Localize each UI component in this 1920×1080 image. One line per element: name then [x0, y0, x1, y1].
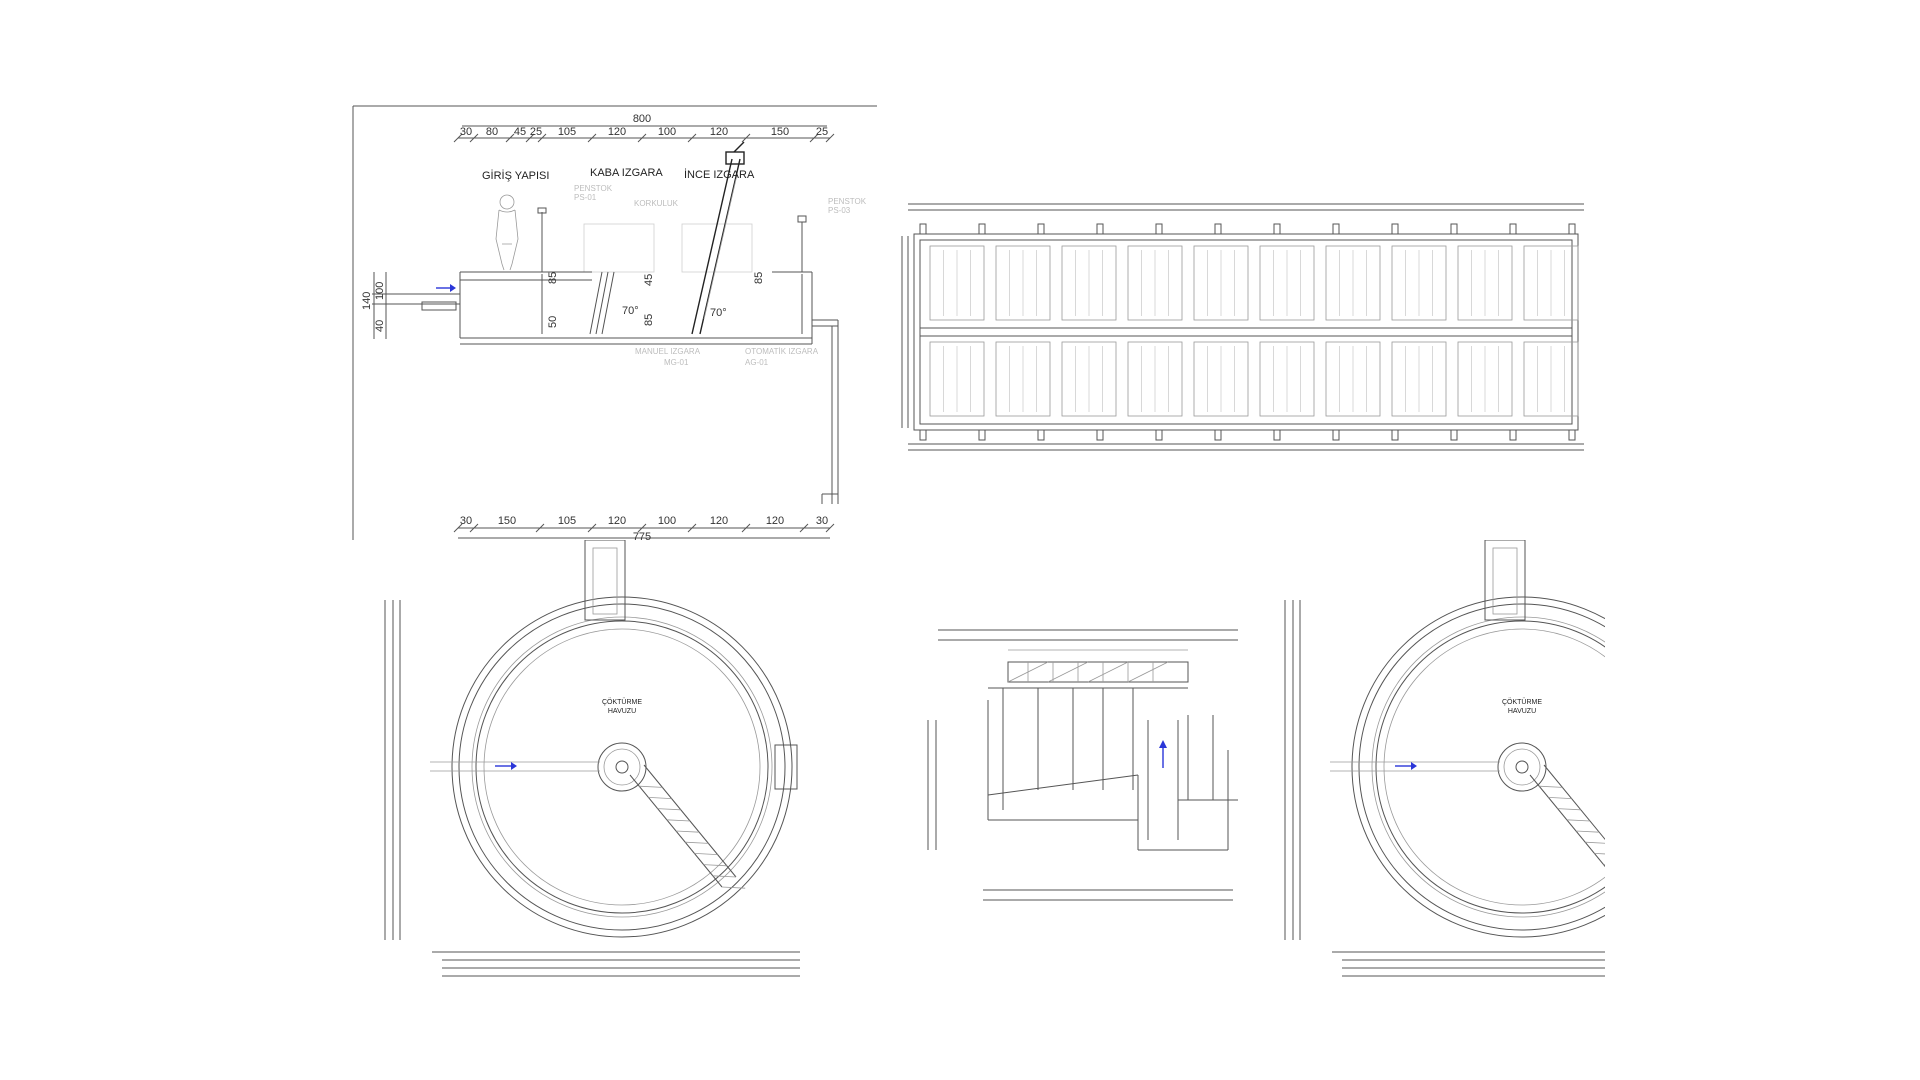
left-dim: 100	[374, 282, 386, 300]
left-dim: 40	[374, 320, 386, 332]
bottom-total-dim: 775	[633, 531, 651, 543]
human-figure-icon	[495, 194, 519, 271]
top-dim: 100	[658, 126, 676, 138]
faint-label: KORKULUK	[634, 199, 679, 208]
inner-dim: 85	[753, 272, 765, 284]
inner-dim: 85	[643, 314, 655, 326]
flow-arrow-icon	[495, 762, 517, 770]
bottom-dim: 150	[498, 515, 516, 527]
automatic-screen	[691, 141, 745, 335]
clarifier-basin	[430, 540, 798, 938]
top-dim: 25	[530, 126, 542, 138]
clarifier-subtitle: HAVUZU	[1508, 708, 1536, 715]
faint-label: OTOMATİK IZGARA	[745, 347, 819, 356]
clarifier-left-drawing: ÇÖKTÜRME HAVUZU	[380, 540, 800, 985]
clarifier-section-drawing	[888, 620, 1243, 905]
faint-label: AG-01	[745, 358, 769, 367]
bottom-dim: 100	[658, 515, 676, 527]
scraper-bridge	[1529, 764, 1605, 868]
top-dim: 30	[460, 126, 472, 138]
faint-label: PENSTOK	[574, 184, 613, 193]
top-dim: 120	[710, 126, 728, 138]
left-dim: 140	[361, 292, 373, 310]
clarifier-title: ÇÖKTÜRME	[602, 698, 642, 706]
inner-dim: 50	[547, 316, 559, 328]
bottom-dim: 30	[460, 515, 472, 527]
bottom-dim: 120	[710, 515, 728, 527]
faint-label: PS-01	[574, 193, 597, 202]
top-dim: 80	[486, 126, 498, 138]
top-total-dim: 800	[633, 113, 651, 125]
top-dim: 105	[558, 126, 576, 138]
top-dims: 30 80 45 25 105 120 100 120 150 25	[460, 126, 828, 138]
top-dim: 120	[608, 126, 626, 138]
faint-label: MG-01	[664, 358, 689, 367]
top-dim: 45	[514, 126, 526, 138]
angle-label: 70°	[622, 305, 639, 317]
bottom-dim: 120	[766, 515, 784, 527]
scraper-bridge	[629, 764, 746, 889]
label-ince-izgara: İNCE IZGARA	[684, 168, 755, 181]
flow-arrow-icon	[1159, 740, 1167, 768]
bottom-dim: 105	[558, 515, 576, 527]
clarifier-title: ÇÖKTÜRME	[1502, 698, 1542, 706]
clarifier-right-drawing: ÇÖKTÜRME HAVUZU	[1280, 540, 1605, 985]
top-dim: 150	[771, 126, 789, 138]
clarifier-basin	[1330, 540, 1605, 938]
section-drawing: 800 30 80 45 25 105 120 100 120 150 25 G…	[352, 104, 877, 544]
channel-structure	[372, 271, 839, 504]
flow-arrow-icon	[436, 284, 456, 292]
inner-dim: 85	[547, 272, 559, 284]
label-giris-yapisi: GİRİŞ YAPISI	[482, 169, 549, 182]
faint-label: PENSTOK	[828, 197, 867, 206]
penstock-icon	[537, 207, 807, 334]
inner-dim: 45	[643, 274, 655, 286]
bottom-dim: 30	[816, 515, 828, 527]
coarse-screen	[589, 271, 615, 335]
top-dim: 25	[816, 126, 828, 138]
clarifier-subtitle: HAVUZU	[608, 708, 636, 715]
flow-arrow-icon	[1395, 762, 1417, 770]
plan-cells	[919, 223, 1579, 441]
faint-label: PS-03	[828, 206, 851, 215]
faint-label: MANUEL IZGARA	[635, 347, 701, 356]
label-kaba-izgara: KABA IZGARA	[590, 167, 663, 179]
angle-label: 70°	[710, 307, 727, 319]
bottom-dim: 120	[608, 515, 626, 527]
plan-drawing	[900, 196, 1590, 458]
